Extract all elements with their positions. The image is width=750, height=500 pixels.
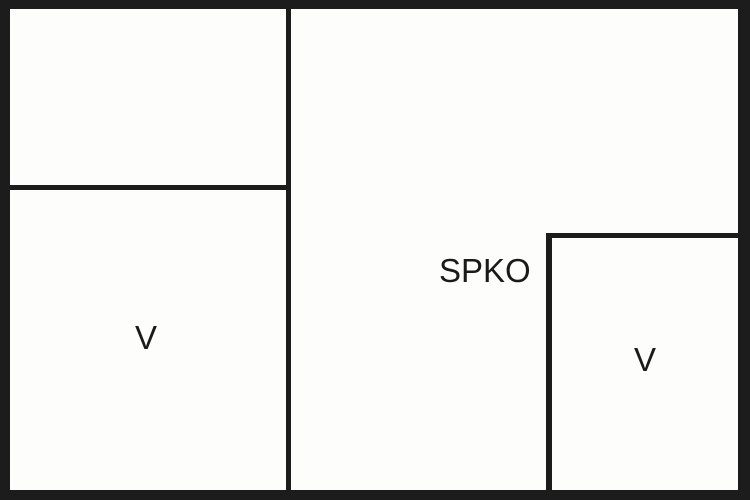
outer-wall-top — [0, 0, 750, 9]
room-label-left: V — [135, 319, 158, 356]
wall-vertical-left — [286, 0, 291, 500]
outer-wall-right — [738, 0, 750, 500]
outer-wall-left — [0, 0, 10, 500]
wall-horizontal-left — [0, 185, 291, 190]
wall-room-right-left — [546, 233, 552, 500]
outer-wall-bottom — [0, 490, 750, 500]
room-label-spko: SPKO — [439, 252, 531, 289]
room-label-right: V — [634, 341, 657, 378]
wall-room-right-top — [546, 233, 750, 238]
